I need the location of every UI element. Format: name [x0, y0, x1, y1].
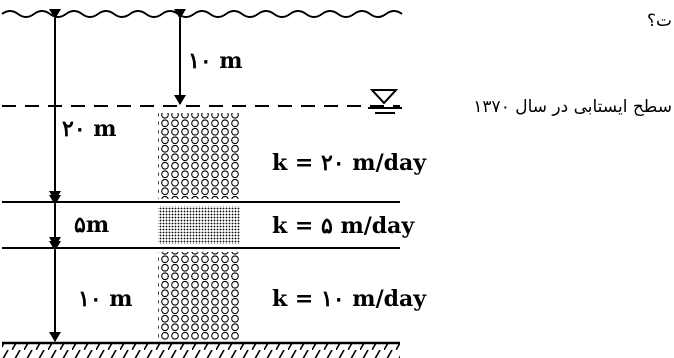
layer-2-k-label: k = ۵ m/day [272, 213, 415, 239]
layer-3-soil-column [158, 252, 240, 340]
water-table-label: سطح ایستابی در سال ۱۳۷۰ [473, 97, 672, 117]
layer-2-thickness-label: ۵m [74, 212, 109, 238]
layer-1-thickness-label: ۲۰ m [62, 116, 117, 142]
layer-3-k-label: k = ۱۰ m/day [272, 286, 427, 312]
layer-1-k-label: k = ۲۰ m/day [272, 150, 427, 176]
ground-surface-line [1, 10, 403, 18]
layer-2-soil-column [158, 206, 240, 244]
bedrock-hatch [2, 344, 400, 358]
drawdown-label: ۱۰ m [188, 48, 243, 74]
layer-1-soil-column [158, 113, 240, 199]
question-fragment: ت؟ [647, 11, 672, 31]
layer-3-thickness-label: ۱۰ m [78, 286, 133, 312]
water-table-symbol [368, 89, 402, 114]
